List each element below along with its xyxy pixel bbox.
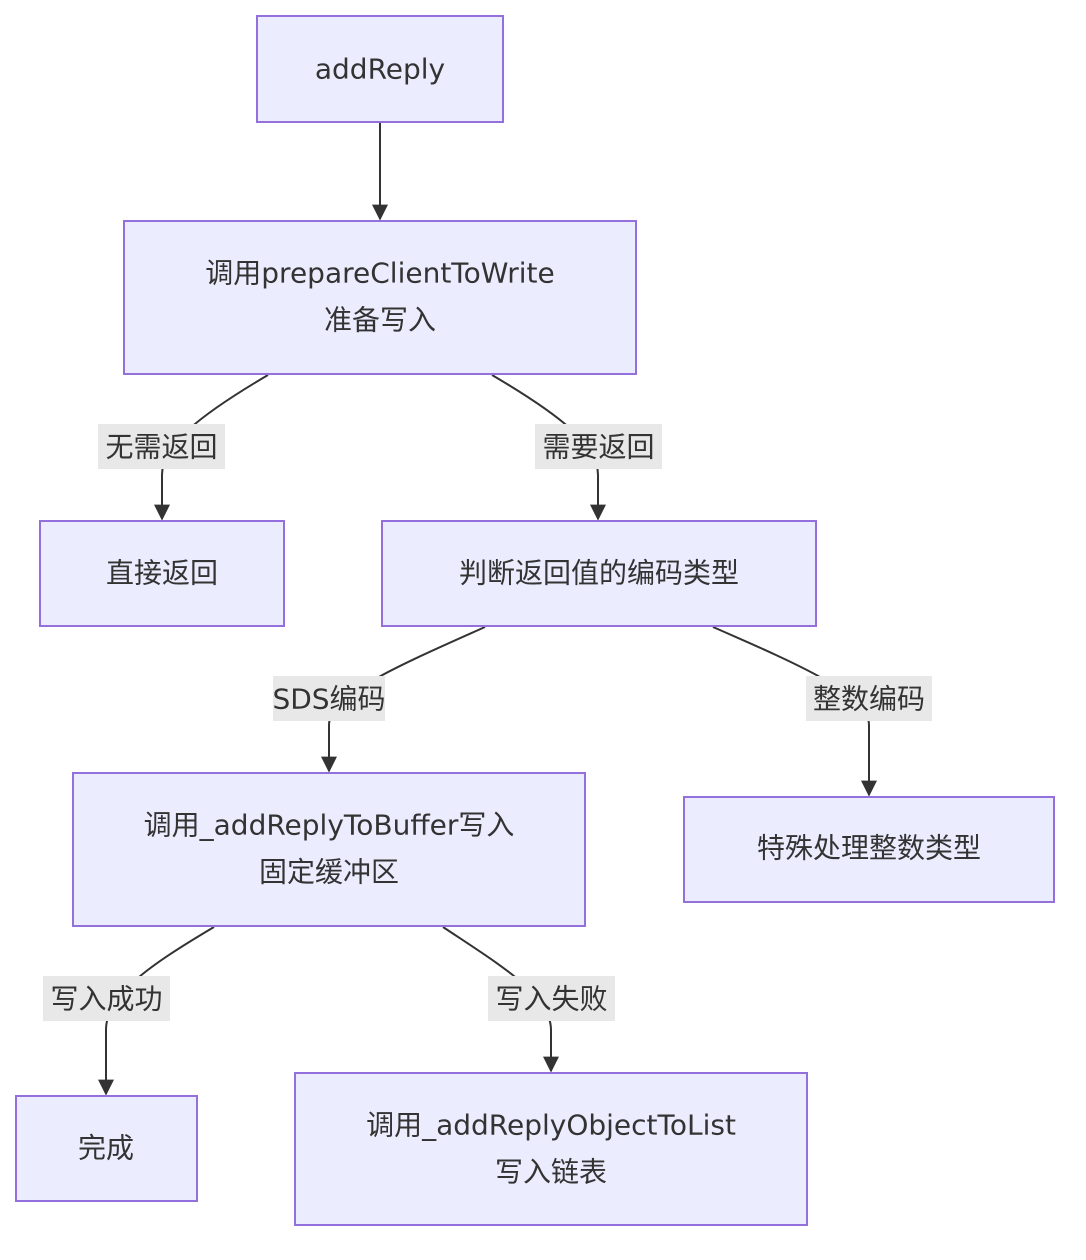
edge-label-need-return: 需要返回 xyxy=(535,424,662,469)
node-add-reply-label: addReply xyxy=(315,53,445,86)
node-add-to-list-line2: 写入链表 xyxy=(495,1156,607,1189)
edge-label-int-encoding: 整数编码 xyxy=(806,676,932,721)
node-check-encoding: 判断返回值的编码类型 xyxy=(381,520,817,627)
edge-label-write-fail: 写入失败 xyxy=(488,976,615,1021)
edge-label-int-encoding-text: 整数编码 xyxy=(813,683,925,716)
node-prepare-client-line1: 调用prepareClientToWrite xyxy=(205,257,554,290)
node-int-special: 特殊处理整数类型 xyxy=(683,796,1055,903)
node-prepare-client: 调用prepareClientToWrite 准备写入 xyxy=(123,220,637,375)
node-add-to-list: 调用_addReplyObjectToList 写入链表 xyxy=(294,1072,808,1226)
node-direct-return-label: 直接返回 xyxy=(106,557,218,590)
node-int-special-label: 特殊处理整数类型 xyxy=(757,832,981,865)
node-add-to-buffer: 调用_addReplyToBuffer写入 固定缓冲区 xyxy=(72,772,586,927)
edge-label-write-fail-text: 写入失败 xyxy=(495,983,607,1016)
edge-label-write-success-text: 写入成功 xyxy=(50,983,162,1016)
edge-label-no-return-text: 无需返回 xyxy=(105,431,217,464)
edge-label-need-return-text: 需要返回 xyxy=(542,431,654,464)
node-check-encoding-label: 判断返回值的编码类型 xyxy=(459,557,739,590)
node-add-to-list-line1: 调用_addReplyObjectToList xyxy=(366,1109,736,1142)
edge-label-sds-encoding-text: SDS编码 xyxy=(272,683,385,716)
edge-label-no-return: 无需返回 xyxy=(98,424,225,469)
node-add-to-buffer-line1: 调用_addReplyToBuffer写入 xyxy=(144,809,515,842)
node-done: 完成 xyxy=(15,1095,198,1202)
edge-label-write-success: 写入成功 xyxy=(43,976,170,1021)
edge-label-sds-encoding: SDS编码 xyxy=(272,676,386,721)
node-add-to-buffer-line2: 固定缓冲区 xyxy=(259,856,399,889)
node-add-reply: addReply xyxy=(256,15,504,123)
node-direct-return: 直接返回 xyxy=(39,520,285,627)
node-prepare-client-line2: 准备写入 xyxy=(324,304,436,337)
node-done-label: 完成 xyxy=(78,1132,134,1165)
